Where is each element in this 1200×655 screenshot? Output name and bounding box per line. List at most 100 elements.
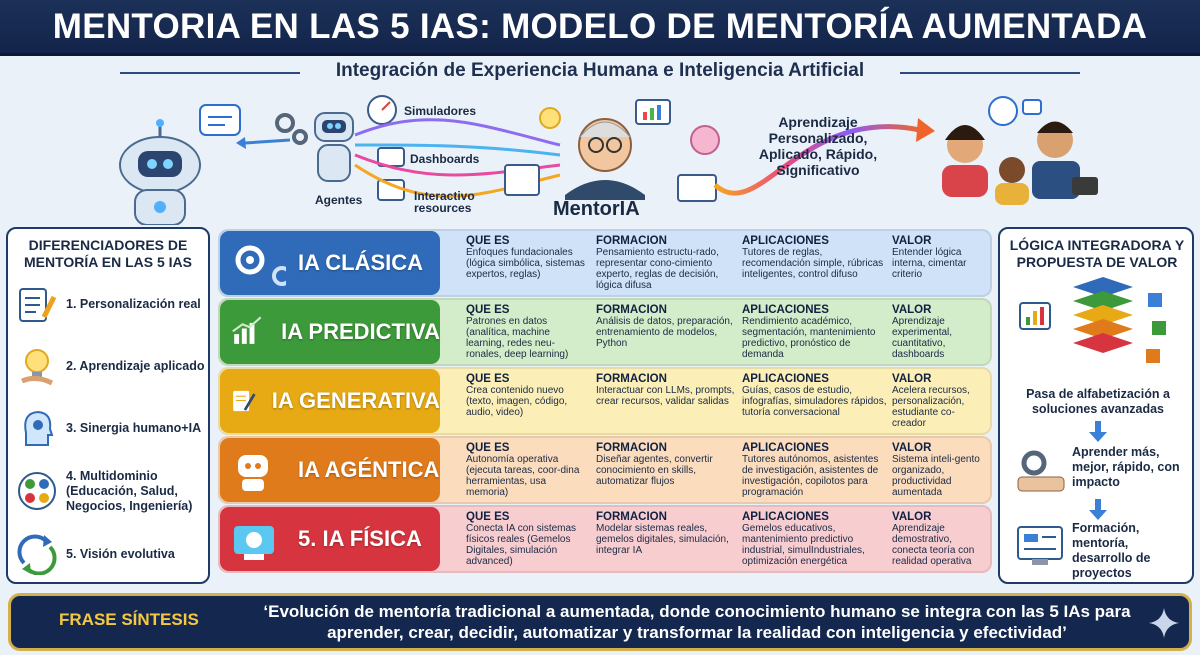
- differentiator-label: 3. Sinergia humano+IA: [66, 420, 202, 435]
- ai-type-name: IA PREDICTIVA: [281, 319, 440, 344]
- cell-text: Autonomía operativa (ejecuta tareas, coo…: [466, 454, 580, 498]
- mentoria-label: MentorIA: [553, 198, 640, 220]
- flow-label-interactivo: Interactivo resources: [414, 189, 475, 215]
- laptop-icon: [677, 174, 717, 202]
- arrow-down-icon: [1089, 499, 1107, 520]
- brain-icon: [690, 125, 720, 155]
- cell-heading: VALOR: [892, 304, 932, 316]
- subtitle-rule-right: [900, 72, 1080, 74]
- students-group-icon: [942, 121, 1098, 205]
- sparkle-icon: [1149, 608, 1179, 638]
- cell-text: Sistema inteli-gento organizado, product…: [892, 454, 980, 498]
- cell-text: Aprendizaje experimental, cuantitativo, …: [892, 316, 953, 360]
- cell-heading: QUÉ ES: [466, 235, 510, 247]
- cell-text: Guías, casos de estudio, infografías, si…: [742, 385, 887, 418]
- cell-heading: FORMACIÓN: [596, 442, 667, 454]
- cell-heading: APLICACIONES: [742, 511, 829, 523]
- cell-text: Crea contenido nuevo (texto, imagen, cód…: [466, 385, 568, 418]
- cell-heading: VALOR: [892, 442, 932, 454]
- robot-icon: [119, 119, 201, 225]
- stream-line: [354, 118, 561, 147]
- cell-heading: APLICACIONES: [742, 373, 829, 385]
- cell-text: Acelera recursos, personalización, estud…: [892, 385, 970, 429]
- document-icon: [504, 164, 540, 196]
- mentorship-flow-illustration: [119, 95, 1098, 225]
- differentiators-panel: DIFERENCIADORES DE MENTORÍA EN LAS 5 IAS…: [6, 227, 210, 584]
- differentiator-label: 2. Aprendizaje aplicado: [66, 358, 205, 373]
- value-item: Formación, mentoría, desarrollo de proye…: [1072, 521, 1151, 580]
- flow-label-simuladores: Simuladores: [404, 104, 477, 118]
- cell-heading: QUÉ ES: [466, 373, 510, 385]
- cell-text: Rendimiento académico, segmentación, man…: [742, 316, 876, 360]
- mentor-avatar-icon: [565, 118, 645, 200]
- ai-type-badge: 5. IA FÍSICA: [220, 507, 440, 571]
- ai-type-badge: IA PREDICTIVA: [220, 300, 440, 364]
- cell-heading: FORMACIÓN: [596, 304, 667, 316]
- lightbulb-icon: [539, 107, 561, 129]
- cell-heading: QUÉ ES: [466, 442, 510, 454]
- chat-bubble-icon: [1022, 99, 1042, 115]
- ai-type-icon: [238, 455, 268, 491]
- cell-text: Enfoques fundacionales (lógica simbólica…: [466, 247, 585, 280]
- ai-type-name: 5. IA FÍSICA: [298, 526, 422, 551]
- ai-type-badge: IA CLÁSICA: [220, 231, 440, 295]
- ai-type-badge: IA AGÉNTICA: [220, 438, 440, 502]
- cell-text: Modelar sistemas reales, gemelos digital…: [596, 523, 729, 556]
- flow-label-dashboards: Dashboards: [410, 152, 480, 166]
- differentiator-label: 4. Multidominio (Educación, Salud, Negoc…: [66, 468, 193, 513]
- differentiator-label: 1. Personalización real: [66, 296, 201, 311]
- synthesis-label: FRASE SÍNTESIS: [59, 610, 199, 629]
- ai-type-icon: [235, 245, 286, 286]
- cell-text: Diseñar agentes, convertir conocimiento …: [596, 454, 713, 487]
- checklist-pencil-icon: [19, 288, 57, 322]
- differentiators-title: DIFERENCIADORES DE MENTORÍA EN LAS 5 IAS: [23, 237, 193, 270]
- ai-type-name: IA GENERATIVA: [271, 388, 440, 413]
- ai-type-icon: [234, 526, 274, 560]
- stream-line: [354, 143, 561, 157]
- page-subtitle: Integración de Experiencia Humana e Inte…: [335, 60, 865, 81]
- ai-type-icon: [233, 390, 256, 412]
- value-item: Pasa de alfabetización a soluciones avan…: [1026, 387, 1170, 416]
- cell-heading: APLICACIONES: [742, 442, 829, 454]
- cell-heading: VALOR: [892, 235, 932, 247]
- differentiator-item: 5. Visión evolutiva: [16, 519, 216, 589]
- ai-type-name: IA CLÁSICA: [298, 250, 424, 275]
- differentiator-item: 3. Sinergia humano+IA: [16, 393, 216, 463]
- value-proposition-title: LÓGICA INTEGRADORA Y PROPUESTA DE VALOR: [1009, 237, 1185, 270]
- value-item: Aprender más, mejor, rápido, con impacto: [1072, 445, 1180, 489]
- arrow-down-icon: [1089, 421, 1107, 442]
- differentiator-item: 1. Personalización real: [16, 269, 216, 339]
- multidomain-icon: [18, 472, 56, 510]
- ai-type-name: IA AGÉNTICA: [298, 457, 440, 482]
- gear-icon: [275, 113, 308, 145]
- lightbulb-hand-icon: [21, 349, 54, 386]
- human-ai-head-icon: [24, 410, 54, 446]
- ai-type-icon: [232, 316, 262, 344]
- cell-heading: FORMACIÓN: [596, 235, 667, 247]
- flow-label-agentes: Agentes: [315, 193, 363, 207]
- cell-text: Patrones en datos (analítica, machine le…: [466, 316, 569, 360]
- differentiator-item: 2. Aprendizaje aplicado: [16, 331, 216, 401]
- project-screen-icon: [1017, 526, 1063, 565]
- cell-heading: APLICACIONES: [742, 235, 829, 247]
- cell-heading: VALOR: [892, 511, 932, 523]
- cell-text: Aprendizaje demostrativo, conecta teoría…: [892, 523, 975, 567]
